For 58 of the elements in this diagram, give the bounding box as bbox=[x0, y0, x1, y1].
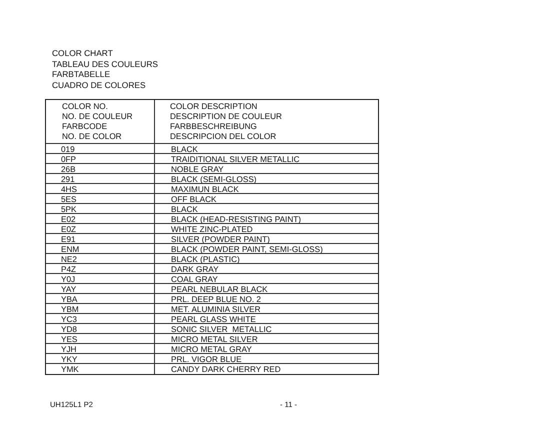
color-description: COAL GRAY bbox=[171, 274, 218, 284]
color-code: YKY bbox=[61, 354, 78, 364]
color-code: 0FP bbox=[61, 154, 76, 164]
color-code: YBM bbox=[61, 304, 79, 314]
heading-line: COLOR CHART bbox=[52, 48, 113, 58]
color-code: ENM bbox=[61, 244, 80, 254]
color-code: E91 bbox=[61, 234, 76, 244]
color-code: E0Z bbox=[61, 224, 76, 234]
color-description: OFF BLACK bbox=[171, 194, 216, 204]
color-code: YAY bbox=[61, 284, 76, 294]
column-header: FARBBESCHREIBUNG bbox=[170, 122, 257, 131]
heading-line: TABLEAU DES COULEURS bbox=[52, 58, 158, 68]
color-code: 4HS bbox=[61, 184, 77, 194]
color-code: YD8 bbox=[61, 324, 77, 334]
color-description: BLACK (HEAD-RESISTING PAINT) bbox=[171, 214, 301, 224]
color-code: 5PK bbox=[61, 204, 76, 214]
color-description: BLACK (PLASTIC) bbox=[171, 254, 240, 264]
color-description: BLACK bbox=[171, 204, 198, 214]
color-description: SILVER (POWDER PAINT) bbox=[171, 234, 270, 244]
color-code: YJH bbox=[61, 344, 76, 354]
color-description: WHITE ZINC-PLATED bbox=[171, 224, 253, 234]
color-code: Y0J bbox=[61, 274, 76, 284]
color-code: YBA bbox=[61, 294, 78, 304]
color-code: 019 bbox=[61, 144, 75, 154]
heading-line: FARBTABELLE bbox=[52, 69, 110, 79]
color-description: CANDY DARK CHERRY RED bbox=[171, 364, 281, 374]
color-code: YMK bbox=[61, 364, 79, 374]
column-header: FARBCODE bbox=[62, 122, 108, 131]
color-description: BLACK (POWDER PAINT, SEMI-GLOSS) bbox=[171, 244, 323, 254]
color-code: 26B bbox=[61, 164, 76, 174]
color-code: 5ES bbox=[61, 194, 76, 204]
color-description: PEARL NEBULAR BLACK bbox=[171, 284, 268, 294]
color-code: 291 bbox=[61, 174, 75, 184]
color-description: PEARL GLASS WHITE bbox=[171, 314, 256, 324]
color-code: NE2 bbox=[61, 254, 77, 264]
column-header: COLOR DESCRIPTION bbox=[170, 102, 258, 111]
column-header: NO. DE COLOR bbox=[62, 132, 122, 141]
column-header: DESCRIPCION DEL COLOR bbox=[170, 132, 276, 141]
color-code: YES bbox=[61, 334, 78, 344]
color-description: DARK GRAY bbox=[171, 264, 219, 274]
color-description: MICRO METAL GRAY bbox=[171, 344, 252, 354]
color-code: P4Z bbox=[61, 264, 76, 274]
color-description: PRL. VIGOR BLUE bbox=[171, 354, 242, 364]
heading-line: CUADRO DE COLORES bbox=[52, 80, 146, 90]
color-code: E02 bbox=[61, 214, 76, 224]
color-description: NOBLE GRAY bbox=[171, 164, 224, 174]
color-code: YC3 bbox=[61, 314, 77, 324]
color-description: BLACK bbox=[171, 144, 198, 154]
color-description: MICRO METAL SILVER bbox=[171, 334, 258, 344]
color-description: MAXIMUN BLACK bbox=[171, 184, 239, 194]
color-description: TRAIDITIONAL SILVER METALLIC bbox=[171, 154, 300, 164]
color-description: MET. ALUMINIA SILVER bbox=[171, 304, 260, 314]
color-description: PRL. DEEP BLUE NO. 2 bbox=[171, 294, 261, 304]
color-description: SONIC SILVER METALLIC bbox=[171, 324, 272, 334]
column-header: DESCRIPTION DE COULEUR bbox=[170, 112, 282, 121]
column-header: NO. DE COULEUR bbox=[62, 112, 133, 121]
color-description: BLACK (SEMI-GLOSS) bbox=[171, 174, 257, 184]
column-header: COLOR NO. bbox=[62, 102, 108, 111]
